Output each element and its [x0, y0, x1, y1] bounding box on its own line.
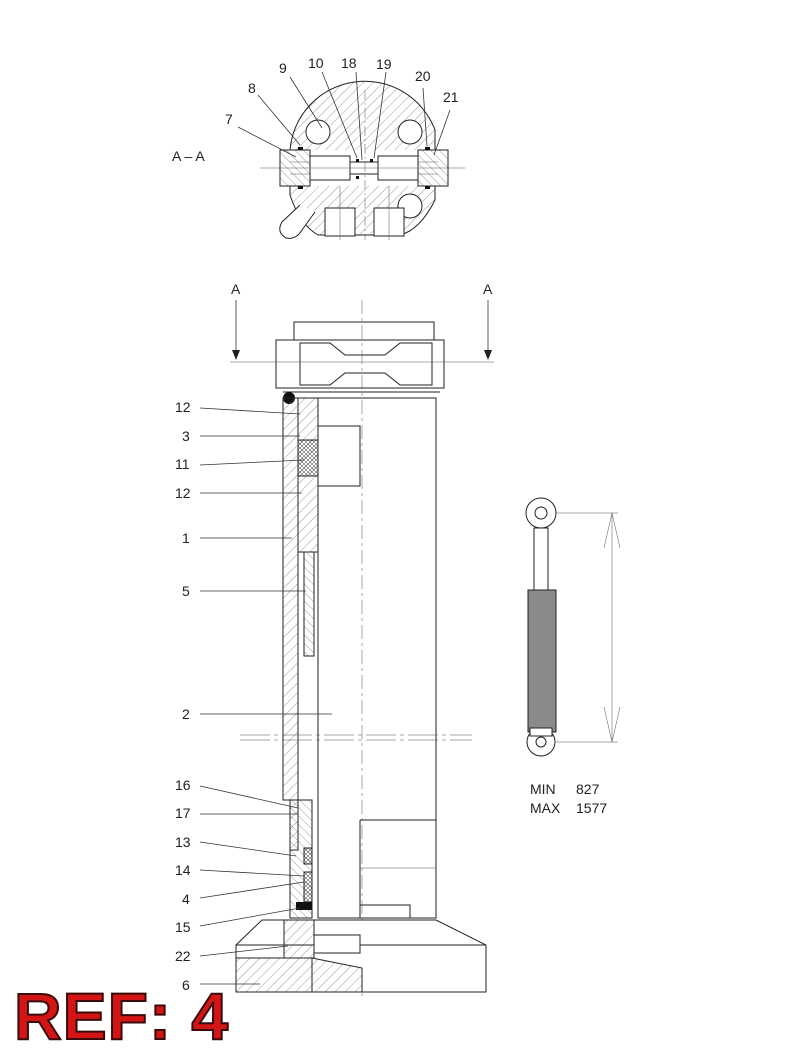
callout-1: 1: [182, 530, 190, 546]
callout-18: 18: [341, 55, 357, 71]
callout-14: 14: [175, 862, 191, 878]
callout-16: 16: [175, 777, 191, 793]
cut-markers: A A: [231, 281, 493, 360]
callout-12-lower: 12: [175, 485, 191, 501]
min-dimension: MIN 827: [530, 781, 599, 797]
callout-3: 3: [182, 428, 190, 444]
callout-11: 11: [175, 456, 190, 472]
callout-17: 17: [175, 805, 191, 821]
cylinder-body: [527, 589, 557, 733]
callout-12-top: 12: [175, 399, 191, 415]
cut-marker-right: A: [483, 281, 493, 297]
cut-marker-left: A: [231, 281, 241, 297]
callout-19: 19: [376, 56, 392, 72]
callout-5: 5: [182, 583, 190, 599]
section-a-a-view: A – A 7 8 9 10 18 19 20 21: [172, 55, 465, 240]
max-label: MAX: [530, 800, 561, 816]
callout-21: 21: [443, 89, 459, 105]
callout-22: 22: [175, 948, 191, 964]
reference-label: REF: 4: [13, 979, 230, 1053]
callout-13: 13: [175, 834, 191, 850]
stroke-schematic: [525, 497, 621, 757]
max-value: 1577: [576, 800, 608, 816]
cylinder-section-view: 12 3 11 12 1 5 2 16 17 13 14 4 15 22 6: [175, 300, 494, 1000]
callout-15: 15: [175, 919, 191, 935]
min-label: MIN: [530, 781, 556, 797]
callout-8: 8: [248, 80, 256, 96]
min-value: 827: [576, 781, 600, 797]
max-dimension: MAX 1577: [530, 800, 607, 816]
callout-7: 7: [225, 111, 233, 127]
callout-4: 4: [182, 891, 190, 907]
callout-9: 9: [279, 60, 287, 76]
callout-2: 2: [182, 706, 190, 722]
callout-10: 10: [308, 55, 324, 71]
callout-20: 20: [415, 68, 431, 84]
callout-6: 6: [182, 977, 190, 993]
section-title: A – A: [172, 148, 205, 164]
